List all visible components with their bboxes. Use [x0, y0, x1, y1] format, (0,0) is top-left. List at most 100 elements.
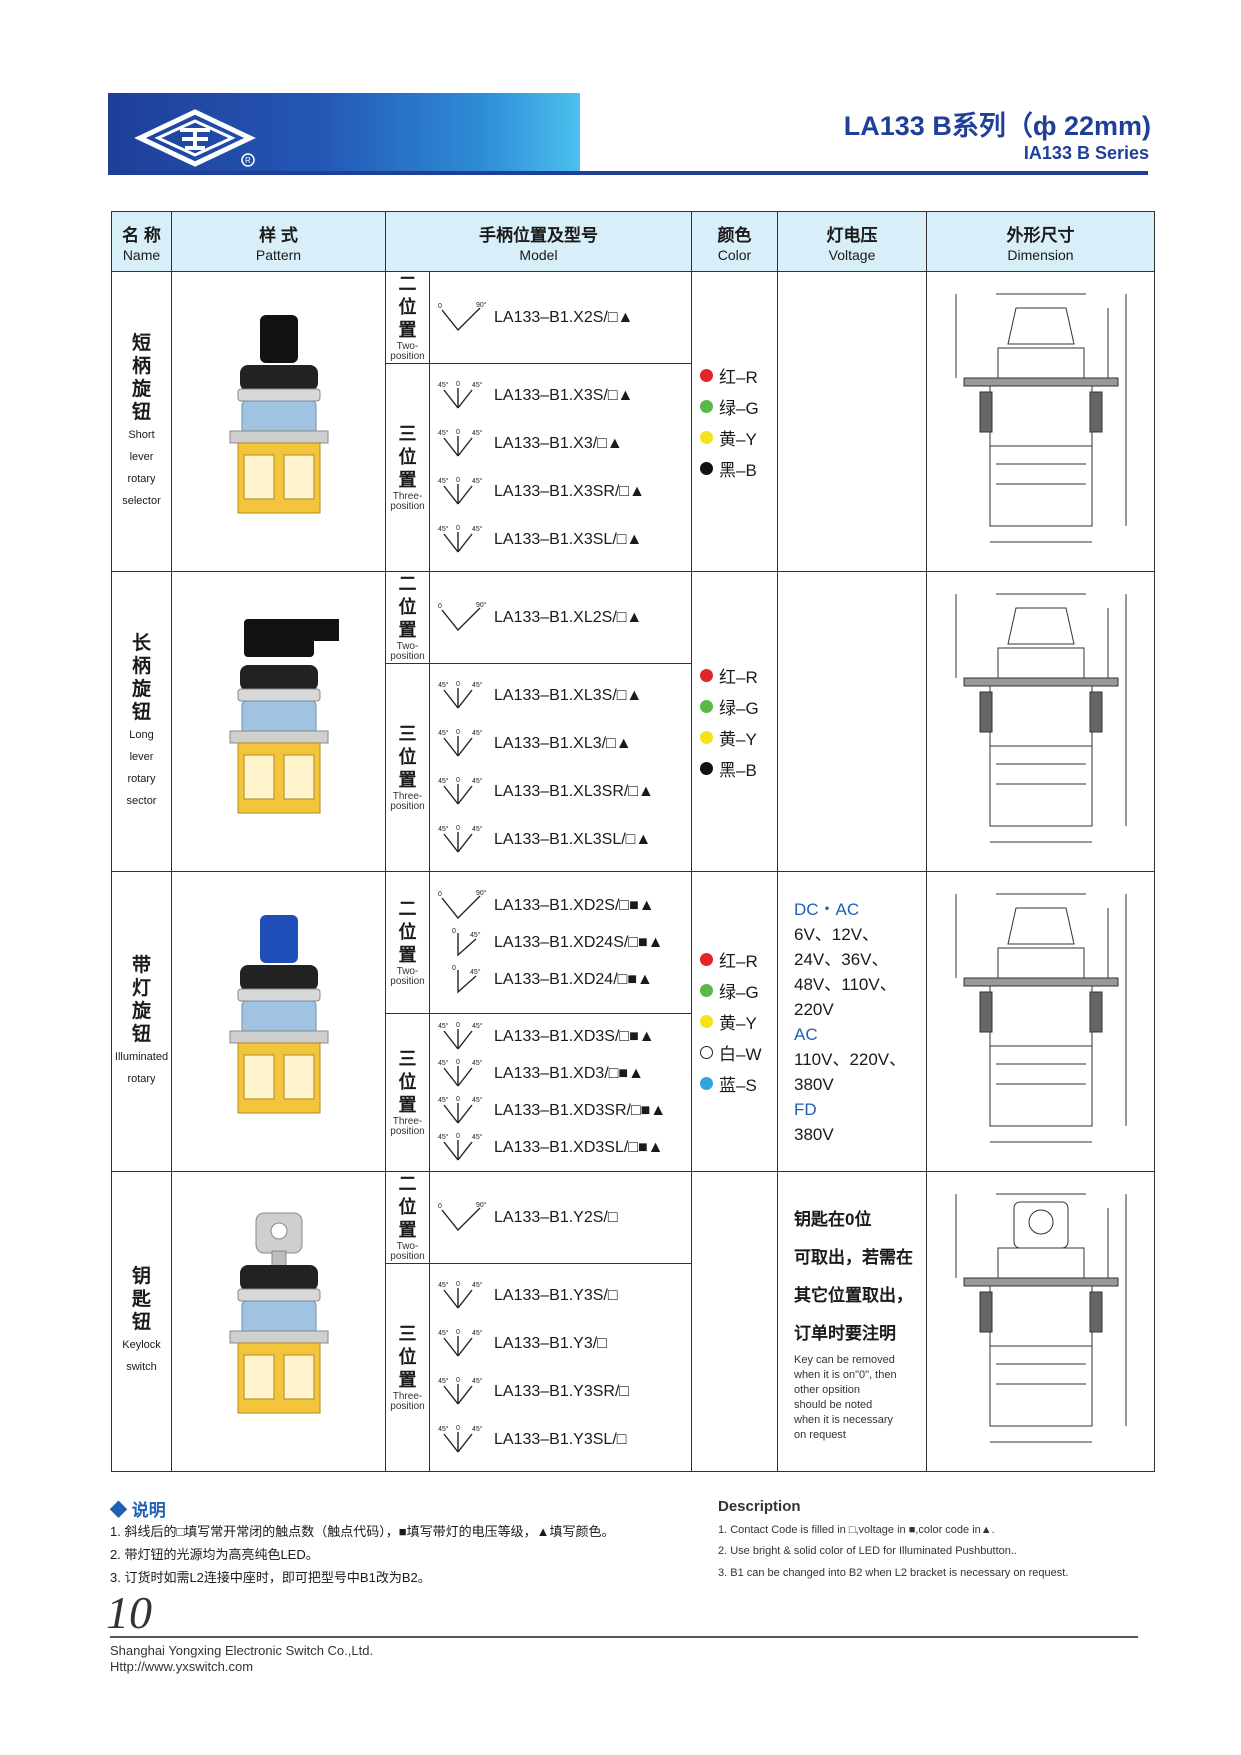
svg-text:45°: 45°: [472, 825, 483, 833]
svg-text:0: 0: [456, 729, 460, 736]
model-code: LA133–B1.Y3SR/□: [494, 1382, 630, 1400]
key-note-cn: 可取出，若需在: [794, 1247, 913, 1267]
description-3: 3. B1 can be changed into B2 when L2 bra…: [718, 1567, 1069, 1579]
position-diagram-icon: 0 45°: [452, 928, 481, 957]
svg-text:45°: 45°: [472, 729, 483, 737]
voltage-value: 380V: [794, 1124, 834, 1144]
product-name-char: 旋: [131, 678, 151, 700]
svg-text:0: 0: [456, 1059, 460, 1066]
voltage-value: FD: [794, 1099, 817, 1119]
position-en: position: [390, 1126, 425, 1137]
product-name-en: selector: [122, 494, 161, 507]
color-dot-icon: [700, 953, 713, 966]
pattern-cell: [171, 271, 386, 572]
product-name-char: 钮: [131, 701, 151, 723]
product-name-char: 灯: [131, 977, 151, 999]
note-1: 1. 斜线后的□填写常开常闭的触点数（触点代码），■填写带灯的电压等级，▲填写颜…: [110, 1524, 615, 1539]
product-name-en: lever: [129, 750, 154, 763]
product-name-en: rotary: [127, 472, 156, 485]
position-char: 位: [398, 297, 417, 317]
position-char: 位: [398, 922, 417, 942]
voltage-value: 6V、12V、: [794, 924, 880, 944]
position-char: 二: [398, 1174, 417, 1194]
color-dot-icon: [700, 668, 713, 682]
color-code: 黑–B: [719, 760, 757, 780]
position-diagram-icon: 045°: [452, 965, 481, 994]
dimension-cell: [926, 571, 1155, 872]
note-3: 3. 订货时如需L2连接中座时，即可把型号中B1改为B2。: [110, 1570, 431, 1585]
position-char: 位: [398, 597, 417, 617]
svg-text:90°: 90°: [476, 1201, 487, 1209]
svg-text:90°: 90°: [476, 601, 487, 609]
svg-text:0: 0: [452, 928, 456, 935]
svg-text:0: 0: [438, 303, 442, 310]
model-code: LA133–B1.X2S/□▲: [494, 308, 634, 326]
voltage-value: 220V: [794, 999, 834, 1019]
position-en: position: [390, 1251, 425, 1262]
color-code: 绿–G: [719, 398, 759, 418]
product-name-en: Illuminated: [114, 1050, 169, 1063]
svg-text:45°: 45°: [438, 777, 449, 785]
position-char: 置: [398, 1095, 417, 1115]
svg-text:0: 0: [456, 1022, 460, 1029]
position-char: 置: [398, 470, 417, 490]
color-dot-icon: [700, 399, 713, 413]
switch-photo: [229, 915, 328, 1114]
color-item: 黄–Y: [700, 722, 777, 753]
voltage-value: DC・AC: [794, 899, 860, 919]
product-name-en: switch: [126, 1361, 157, 1373]
color-item: 蓝–S: [700, 1068, 777, 1099]
product-name-en: rotary: [127, 1072, 156, 1085]
svg-text:45°: 45°: [472, 477, 483, 485]
svg-text:0: 0: [456, 381, 460, 388]
page-subtitle: IA133 B Series: [1023, 143, 1149, 163]
position-en: Two-: [396, 966, 419, 977]
svg-text:45°: 45°: [472, 429, 483, 437]
position-char: 置: [398, 1370, 417, 1390]
key-note-en: when it is necessary: [794, 1413, 894, 1426]
footer-rule: [110, 1636, 1138, 1638]
svg-text:0: 0: [456, 1377, 460, 1384]
product-name-char: 钮: [131, 1023, 151, 1045]
svg-text:45°: 45°: [470, 931, 481, 939]
color-code: 黑–B: [719, 460, 757, 480]
position-char: 位: [398, 747, 417, 767]
position-char: 置: [398, 1220, 417, 1240]
svg-text:45°: 45°: [472, 381, 483, 389]
svg-text:45°: 45°: [472, 1059, 483, 1067]
product-name-en: Short: [128, 428, 155, 441]
position-en: position: [390, 651, 425, 662]
svg-text:45°: 45°: [472, 1425, 483, 1433]
color-code: 绿–G: [719, 698, 759, 718]
svg-text:R: R: [245, 156, 251, 165]
pattern-cell: [171, 871, 386, 1172]
